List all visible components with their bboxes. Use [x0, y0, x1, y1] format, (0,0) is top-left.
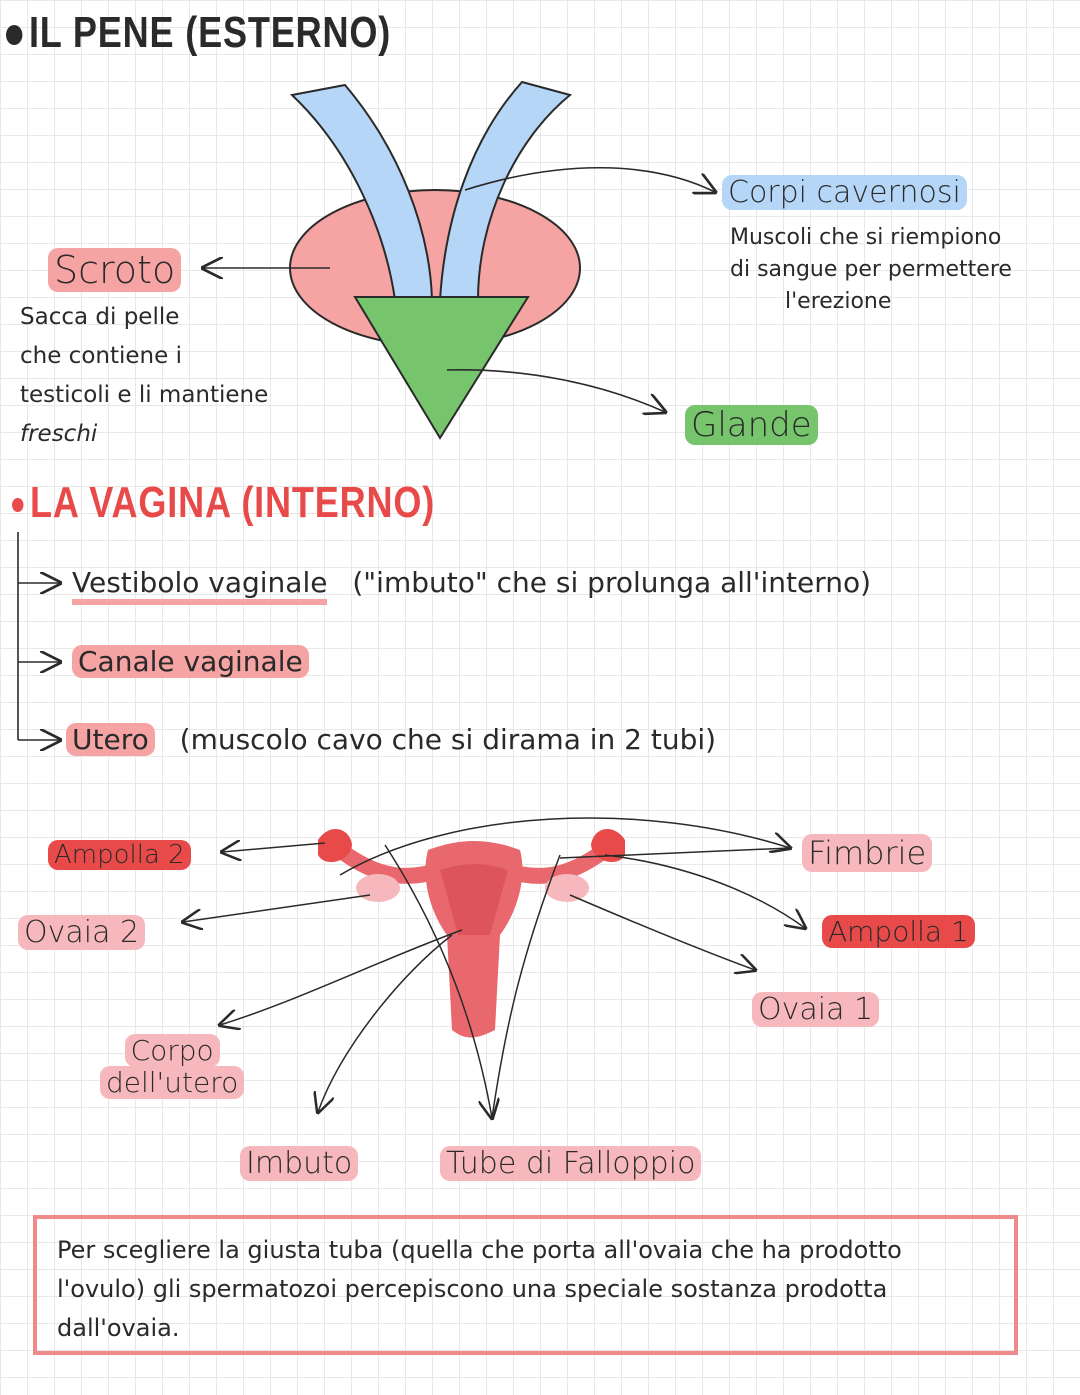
- left-ovary-shape: [356, 874, 400, 902]
- right-fimbrie-shape: [591, 829, 625, 863]
- right-ovary-shape: [545, 874, 589, 902]
- fimbrie-label: Fimbrie: [802, 834, 933, 872]
- ampolla2-label: Ampolla 2: [48, 840, 191, 870]
- scroto-description: Sacca di pelle che contiene i testicoli …: [20, 304, 269, 447]
- list-item-vestibolo: Vestibolo vaginale ("imbuto" che si prol…: [72, 566, 871, 605]
- list-item-canale: Canale vaginale: [72, 645, 309, 678]
- tube-falloppio-label: Tube di Falloppio: [440, 1146, 702, 1181]
- bullet-dot: [12, 498, 24, 513]
- left-fimbrie-shape: [318, 829, 352, 863]
- glande-shape: [353, 296, 530, 440]
- note-box: Per scegliere la giusta tuba (quella che…: [33, 1215, 1018, 1355]
- list-item-utero: Utero (muscolo cavo che si dirama in 2 t…: [66, 723, 716, 756]
- vagina-section-title: LA VAGINA (INTERNO): [12, 478, 435, 528]
- uterus-diagram: [183, 817, 805, 1118]
- corpi-cavernosi-description: Muscoli che si riempiono di sangue per p…: [730, 225, 1012, 314]
- ovaia1-label: Ovaia 1: [752, 992, 880, 1027]
- corpo-utero-label: Corpo dell'utero: [100, 1034, 245, 1099]
- penis-diagram: [203, 80, 715, 440]
- corpi-cavernosi-label: Corpi cavernosi: [722, 175, 967, 210]
- bullet-dot: [6, 25, 23, 46]
- list-bracket: [17, 532, 60, 740]
- imbuto-label: Imbuto: [240, 1146, 359, 1181]
- ovaia2-label: Ovaia 2: [18, 915, 146, 950]
- note-text: Per scegliere la giusta tuba (quella che…: [57, 1236, 902, 1342]
- ampolla1-label: Ampolla 1: [822, 915, 975, 948]
- penis-section-title: IL PENE (ESTERNO): [6, 8, 391, 58]
- glande-label: Glande: [685, 405, 818, 445]
- scroto-label: Scroto: [48, 248, 182, 292]
